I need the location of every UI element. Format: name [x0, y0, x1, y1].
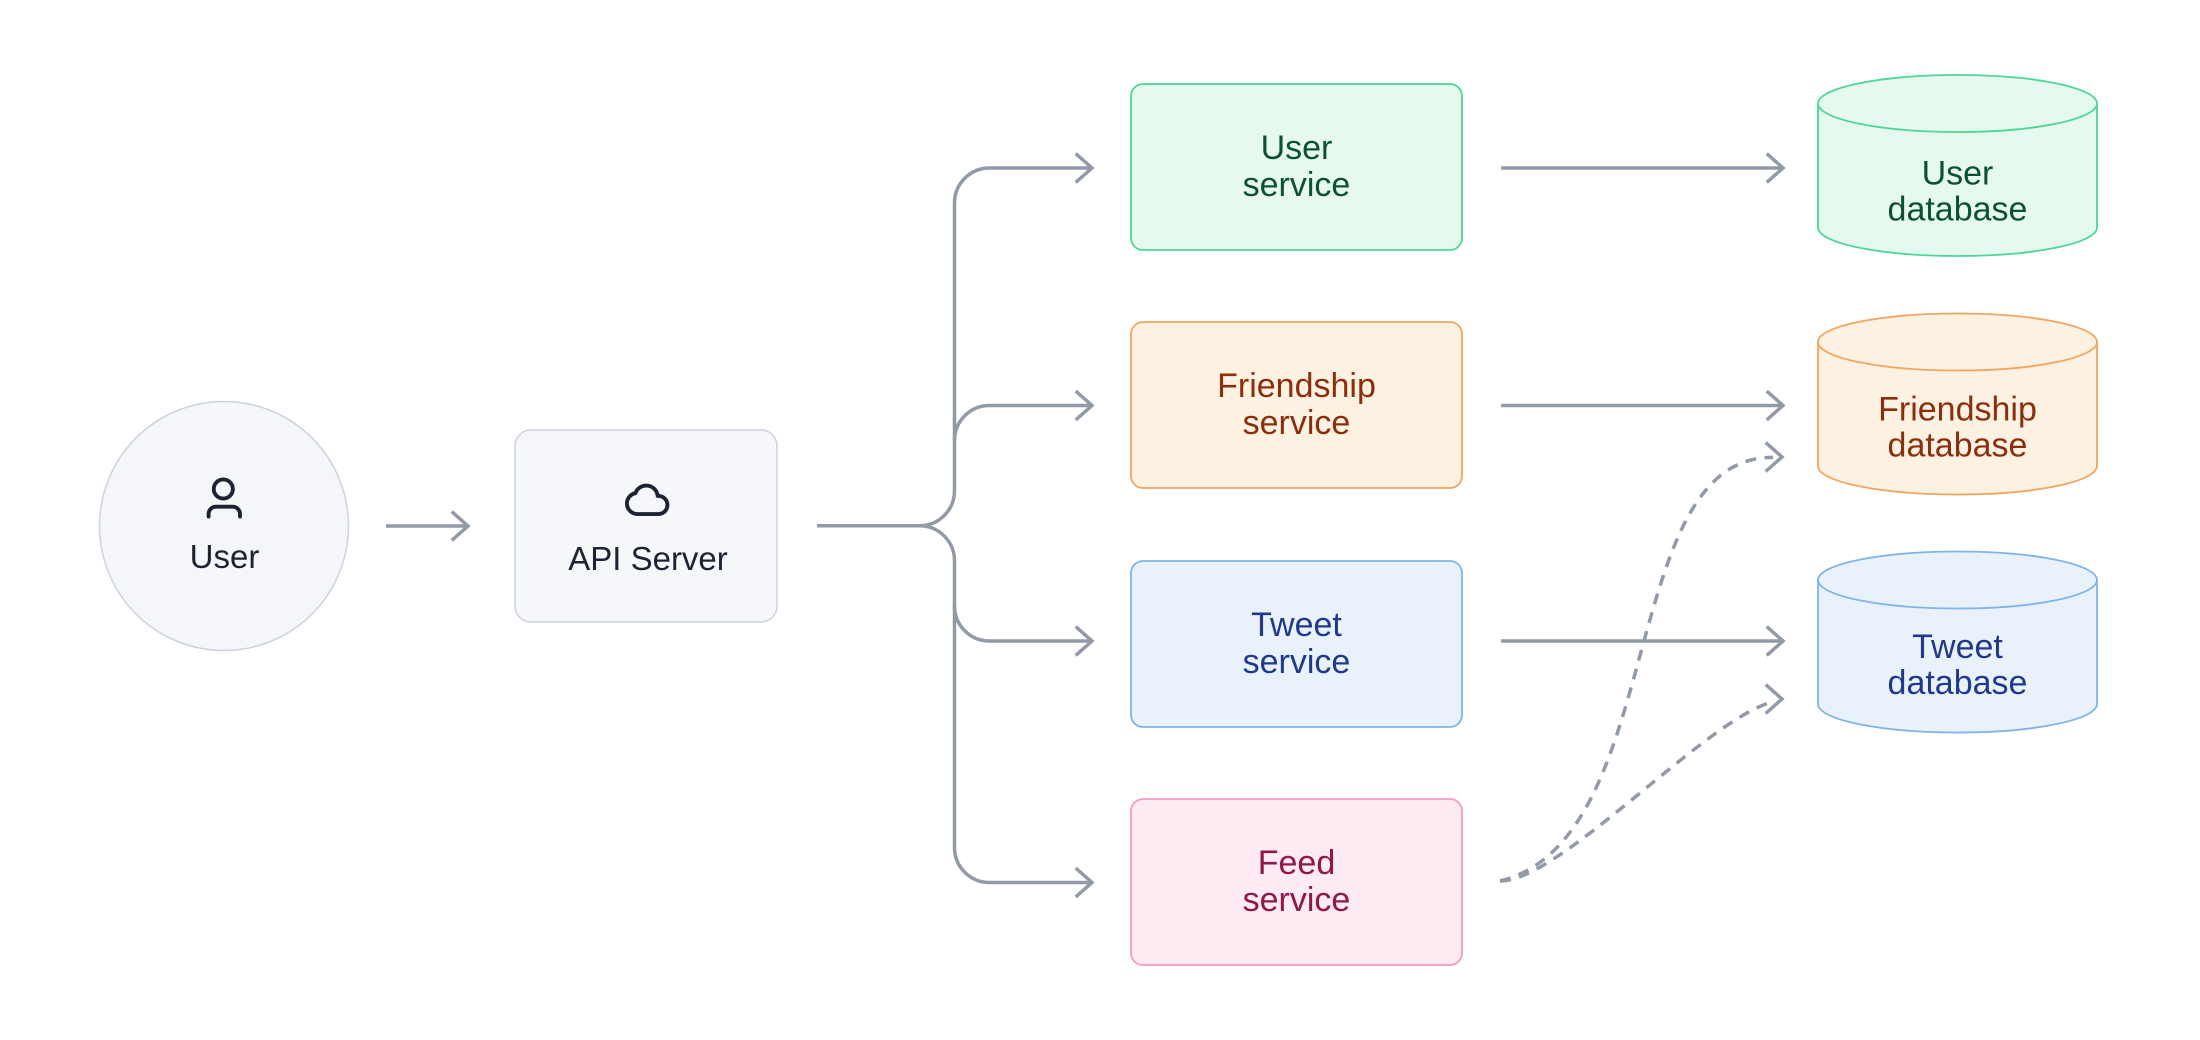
svg-text:User: User — [1261, 129, 1333, 167]
svg-text:Tweet: Tweet — [1251, 606, 1342, 644]
svg-text:Friendship: Friendship — [1217, 367, 1376, 405]
svg-text:service: service — [1243, 643, 1351, 681]
svg-text:service: service — [1243, 166, 1351, 204]
svg-text:database: database — [1888, 191, 2028, 229]
svg-text:database: database — [1888, 427, 2028, 465]
svg-text:Tweet: Tweet — [1912, 628, 2003, 666]
svg-text:Feed: Feed — [1258, 844, 1336, 882]
svg-text:service: service — [1243, 404, 1351, 442]
svg-text:User: User — [1922, 155, 1994, 193]
svg-text:Friendship: Friendship — [1878, 391, 2037, 429]
svg-text:API Server: API Server — [568, 540, 728, 577]
svg-text:database: database — [1888, 664, 2028, 702]
svg-text:service: service — [1243, 881, 1351, 919]
svg-text:User: User — [190, 538, 260, 575]
